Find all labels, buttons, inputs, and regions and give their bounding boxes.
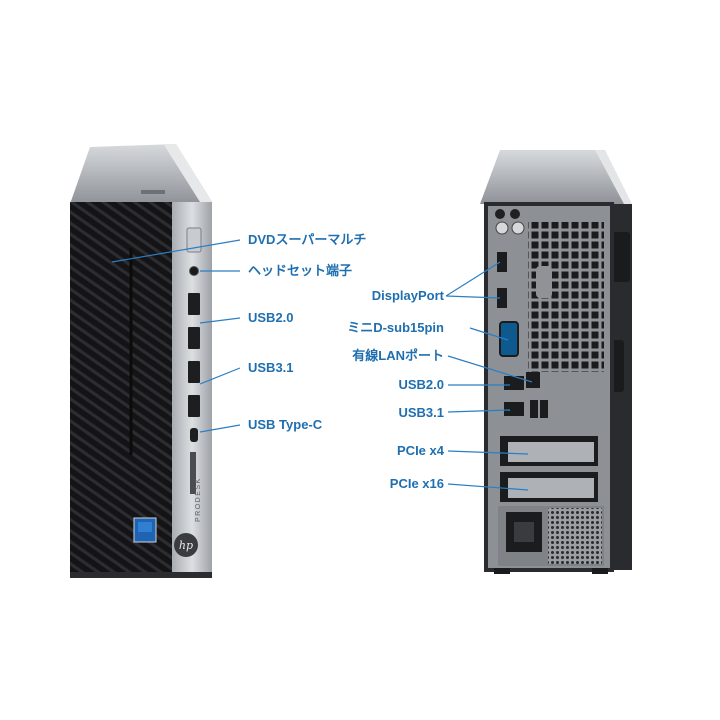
front-usb20-port-1 bbox=[188, 293, 200, 315]
label-usbc: USB Type-C bbox=[248, 417, 323, 432]
callout-pcie4 bbox=[447, 450, 529, 455]
lan-port bbox=[526, 372, 540, 388]
callout-lan bbox=[447, 355, 533, 383]
model-text: PRODESK bbox=[195, 477, 202, 522]
displayport-1 bbox=[497, 252, 507, 272]
label-headset-jack: ヘッドセット端子 bbox=[248, 263, 353, 278]
label-dvd: DVDスーパーマルチ bbox=[248, 232, 367, 247]
callout-dsub bbox=[469, 327, 509, 341]
label-dsub: ミニD-sub15pin bbox=[347, 320, 444, 335]
label-pcie4: PCIe x4 bbox=[397, 443, 444, 458]
rear-usb20-port-1 bbox=[504, 376, 514, 390]
label-displayport: DisplayPort bbox=[371, 288, 444, 303]
label-pcie16: PCIe x16 bbox=[389, 476, 444, 491]
front-usb20-port-2 bbox=[188, 327, 200, 349]
front-usb31-port-1 bbox=[188, 361, 200, 383]
callout-usb31-rear bbox=[447, 409, 511, 413]
displayport-2 bbox=[497, 288, 507, 308]
front-usb31-port-2 bbox=[188, 395, 200, 417]
hp-logo-icon: hp bbox=[174, 533, 198, 557]
dsub-vga-port bbox=[499, 321, 519, 357]
label-lan: 有線LANポート bbox=[352, 348, 444, 363]
svg-text:hp: hp bbox=[179, 539, 193, 552]
headset-jack bbox=[189, 266, 199, 276]
callout-displayport-2 bbox=[445, 295, 501, 299]
callout-usb31-front bbox=[199, 367, 241, 385]
callout-pcie16 bbox=[447, 483, 529, 491]
dvd-eject-button bbox=[186, 227, 202, 253]
rear-top-surface bbox=[480, 150, 630, 204]
rear-usb20-port-2 bbox=[514, 376, 524, 390]
rear-usb31-port-2 bbox=[514, 402, 524, 416]
psu-fan-mesh bbox=[548, 508, 602, 564]
card-reader-slot bbox=[190, 452, 196, 494]
callout-usbc bbox=[199, 424, 241, 433]
front-tower bbox=[70, 144, 212, 578]
front-silver-panel bbox=[172, 202, 212, 574]
rear-usb31-port-1 bbox=[504, 402, 514, 416]
front-bezel-stripes bbox=[70, 202, 178, 574]
label-usb20-rear: USB2.0 bbox=[398, 377, 444, 392]
label-usb31-rear: USB3.1 bbox=[398, 405, 444, 420]
rear-tower bbox=[480, 150, 632, 574]
callout-dvd bbox=[111, 239, 241, 263]
label-usb31-front: USB3.1 bbox=[248, 360, 294, 375]
callout-lines bbox=[111, 239, 533, 491]
callout-displayport-1 bbox=[445, 261, 501, 297]
front-usbc-port bbox=[190, 428, 198, 442]
label-usb20-front: USB2.0 bbox=[248, 310, 294, 325]
callout-usb20-front bbox=[199, 317, 241, 324]
